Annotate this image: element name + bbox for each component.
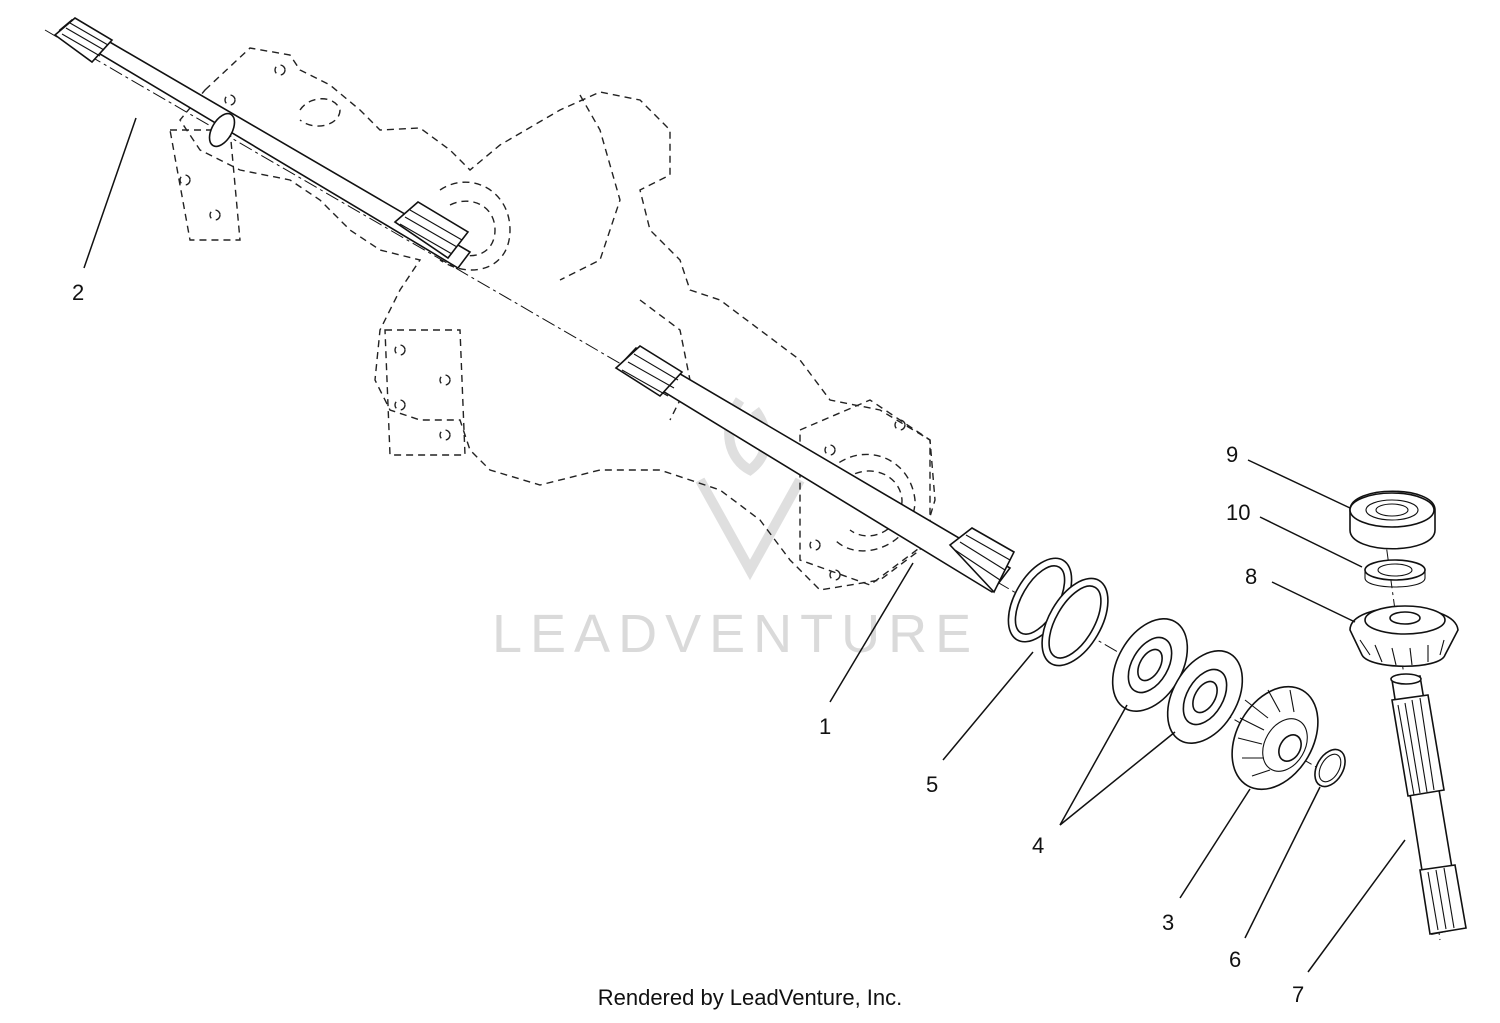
callout-1: 1 [819,714,831,739]
callout-10: 10 [1226,500,1250,525]
transaxle-housing-outline [169,47,936,591]
vertical-shaft [1390,673,1467,935]
leader-lines [83,117,1406,973]
callout-6: 6 [1229,947,1241,972]
retaining-rings [1007,557,1109,667]
callout-4: 4 [1032,833,1044,858]
callout-5: 5 [926,772,938,797]
axle-shaft-long [53,17,472,270]
callout-7: 7 [1292,982,1304,1007]
snap-ring [1314,748,1346,788]
callout-2: 2 [72,280,84,305]
upper-bearing [1349,490,1436,550]
callout-9: 9 [1226,442,1238,467]
center-lines [44,29,1441,941]
pinion-bevel-gear [1349,605,1459,667]
axle-shaft-short [614,345,1016,594]
ball-bearings [1111,618,1244,744]
callout-3: 3 [1162,910,1174,935]
bevel-gear [1231,685,1319,791]
callout-labels: 1 2 3 4 5 6 7 8 9 10 [72,280,1304,1007]
watermark-text: LEADVENTURE [492,604,979,664]
callout-8: 8 [1245,564,1257,589]
render-credit: Rendered by LeadVenture, Inc. [597,985,903,1010]
thrust-washer [1364,559,1426,588]
